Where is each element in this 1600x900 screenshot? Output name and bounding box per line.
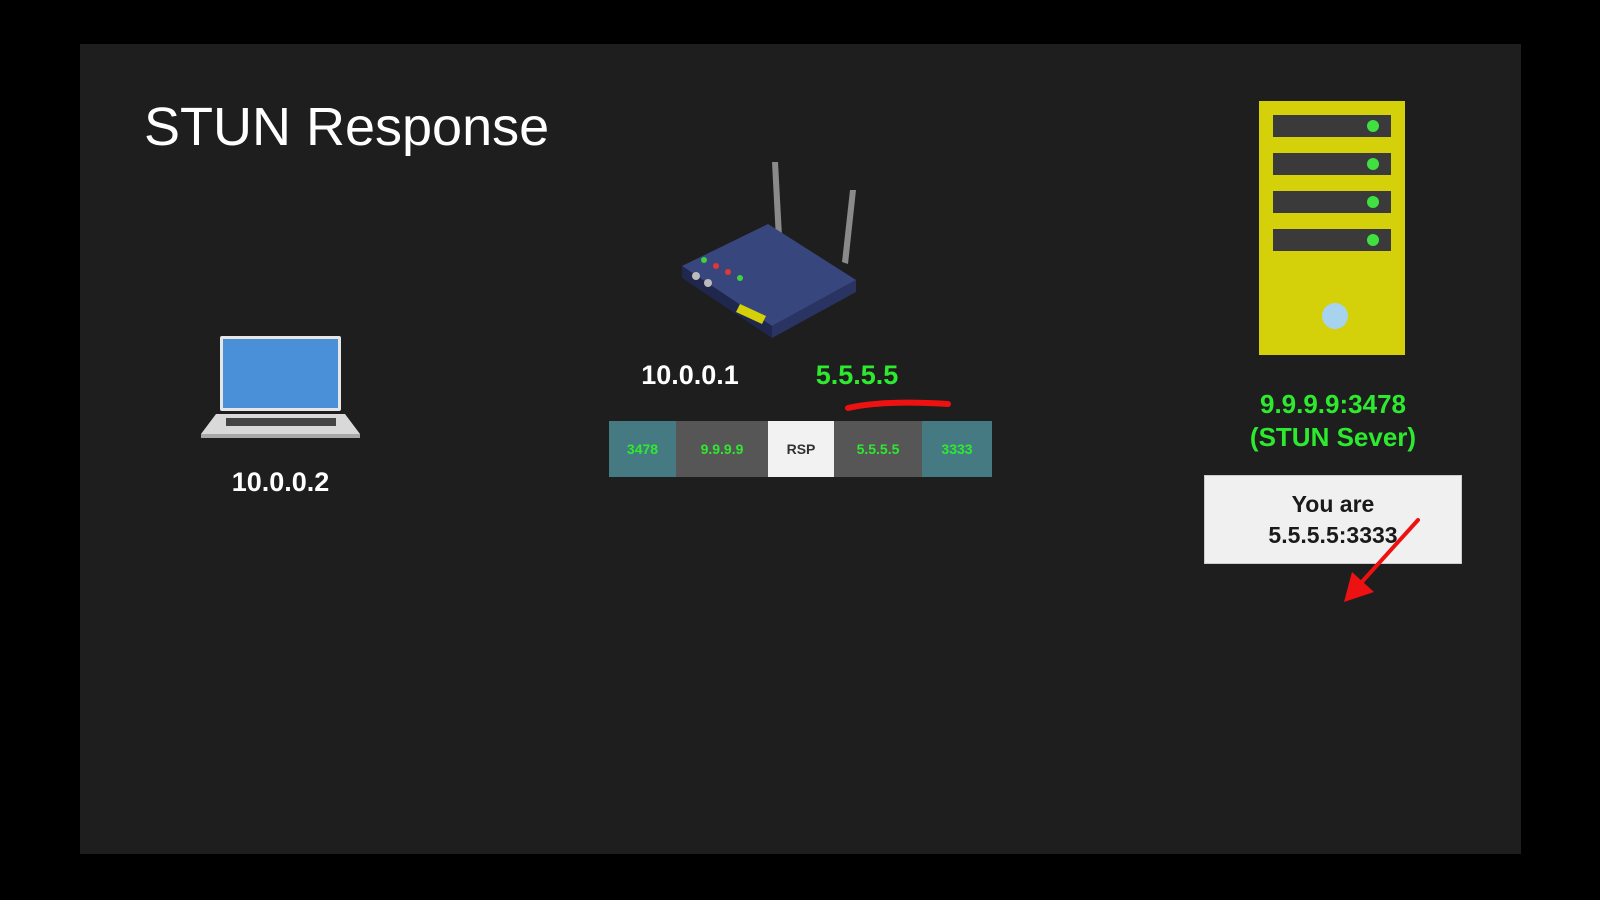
stun-response-packet: 3478 9.9.9.9 RSP 5.5.5.5 3333	[609, 421, 992, 477]
router-public-ip-label: 5.5.5.5	[815, 360, 899, 390]
router-private-ip-label: 10.0.0.1	[641, 360, 739, 390]
slide: STUN Response 10.0.0.2 10.0.0.1 5.5.5.5 …	[80, 44, 1521, 854]
laptop-ip-label: 10.0.0.2	[231, 467, 330, 497]
laptop-icon	[201, 336, 360, 438]
packet-dst-ip: 5.5.5.5	[834, 421, 922, 477]
highlight-stroke	[845, 399, 951, 411]
server-message-box: You are 5.5.5.5:3333	[1204, 475, 1462, 564]
server-message-line1: You are	[1291, 491, 1375, 517]
server-message-line2: 5.5.5.5:3333	[1268, 522, 1398, 548]
server-role-label: (STUN Sever)	[1249, 422, 1417, 452]
server-address-label: 9.9.9.9:3478	[1259, 389, 1406, 419]
router-icon	[682, 162, 856, 338]
packet-type: RSP	[768, 421, 834, 477]
packet-src-port: 3478	[609, 421, 676, 477]
packet-dst-port: 3333	[922, 421, 992, 477]
server-icon	[1259, 101, 1405, 355]
slide-title: STUN Response	[144, 97, 550, 157]
arrow-icon	[1344, 518, 1420, 602]
packet-src-ip: 9.9.9.9	[676, 421, 768, 477]
